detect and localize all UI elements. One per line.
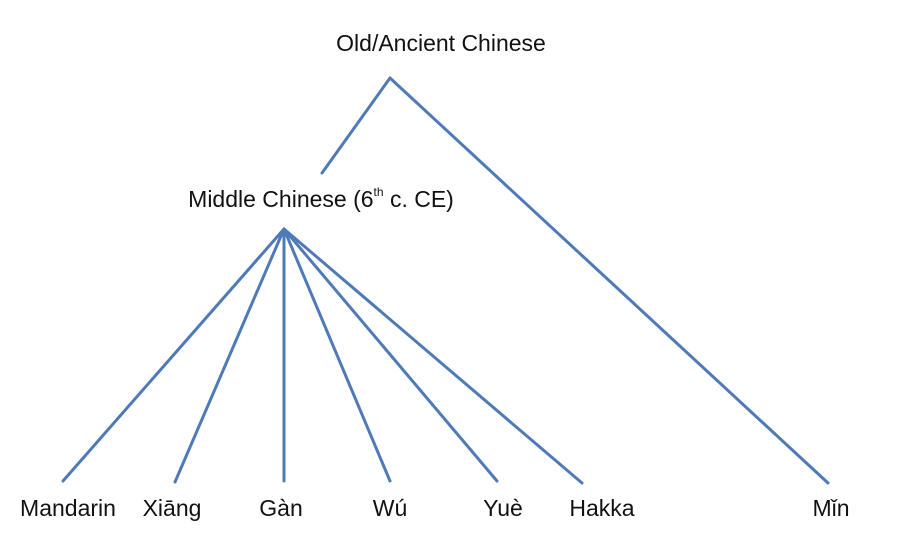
node-min: Mǐn: [812, 495, 850, 521]
node-gan: Gàn: [259, 495, 303, 521]
edge-middle-wu: [282, 227, 392, 483]
node-xiang: Xiāng: [142, 495, 202, 521]
edge-middle-hakka: [282, 227, 584, 485]
node-middle-chinese: Middle Chinese (6th c. CE): [188, 185, 454, 213]
node-wu: Wú: [372, 495, 408, 521]
node-hakka: Hakka: [569, 495, 635, 521]
edge-middle-yue: [282, 227, 499, 483]
node-middle-chinese-text-end: c. CE): [383, 186, 454, 212]
edge-middle-mandarin: [61, 227, 286, 483]
node-old-ancient-chinese: Old/Ancient Chinese: [336, 30, 546, 56]
node-yue: Yuè: [483, 495, 523, 521]
edge-root-min: [388, 76, 830, 485]
edge-root-middle: [320, 76, 392, 175]
node-middle-chinese-text: Middle Chinese (6: [188, 186, 374, 212]
edge-middle-xiang: [173, 227, 286, 484]
node-mandarin: Mandarin: [20, 495, 116, 521]
node-middle-chinese-superscript: th: [373, 185, 384, 200]
